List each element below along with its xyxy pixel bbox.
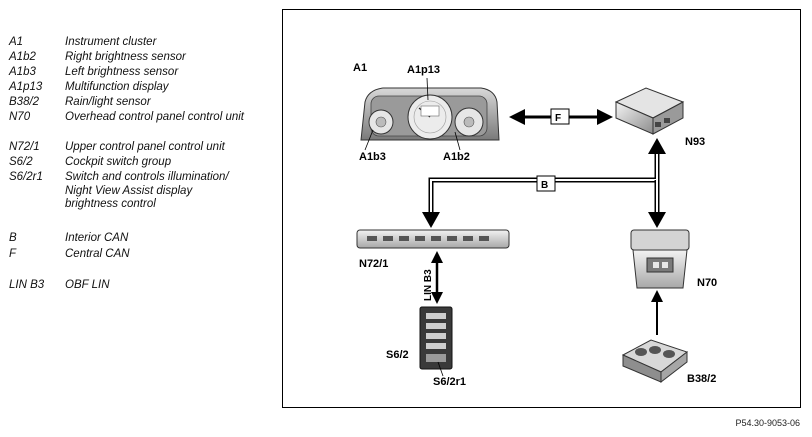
label-n70: N70 [697, 277, 717, 289]
legend-code: A1b3 [9, 66, 36, 78]
legend-desc: Central CAN [65, 248, 130, 260]
label-a1b3: A1b3 [359, 151, 386, 163]
cockpit-switch-group [419, 306, 453, 370]
legend-desc: Rain/light sensor [65, 96, 151, 108]
legend-desc: Cockpit switch group [65, 156, 172, 168]
lin-b3-link [431, 251, 443, 304]
label-lin-b3: LIN B3 [423, 269, 434, 301]
label-s6-2r1: S6/2r1 [433, 376, 466, 388]
rain-light-link [651, 290, 663, 335]
n93-module [614, 87, 685, 135]
legend-desc: Upper control panel control unit [65, 141, 225, 153]
label-a1b2: A1b2 [443, 151, 470, 163]
legend-desc: Interior CAN [65, 232, 129, 244]
label-b38-2: B38/2 [687, 373, 716, 385]
legend-desc: Left brightness sensor [65, 66, 179, 78]
legend-code: B38/2 [9, 96, 40, 108]
legend-code: S6/2r1 [9, 171, 43, 183]
label-a1p13: A1p13 [407, 64, 440, 76]
network-diagram: A1 A1p13 A1b3 A1b2 N93 F B N72/1 LIN B3 … [353, 62, 717, 388]
interior-can-link [422, 138, 666, 228]
legend-code: F [9, 248, 17, 260]
legend-code: A1b2 [9, 51, 36, 63]
legend-code: A1 [9, 36, 24, 48]
instrument-cluster [360, 87, 500, 141]
legend-code: B [9, 232, 17, 244]
label-n93: N93 [685, 136, 705, 148]
overhead-control-panel [630, 229, 690, 289]
legend-desc: Overhead control panel control unit [65, 111, 244, 123]
label-s6-2: S6/2 [386, 349, 409, 361]
legend-desc: Multifunction display [65, 81, 169, 93]
label-a1: A1 [353, 62, 367, 74]
legend-desc: Instrument cluster [65, 36, 157, 48]
label-bus-f: F [555, 113, 561, 124]
legend-code: N70 [9, 111, 31, 123]
figure-reference: P54.30-9053-06 [735, 418, 800, 428]
legend-desc: OBF LIN [65, 279, 110, 291]
legend-code: N72/1 [9, 141, 40, 153]
legend-code: LIN B3 [9, 279, 45, 291]
label-bus-b: B [541, 180, 548, 191]
label-n72-1: N72/1 [359, 258, 388, 270]
legend-desc: Right brightness sensor [65, 51, 186, 63]
upper-control-panel [356, 229, 510, 249]
rain-light-sensor [621, 339, 689, 384]
legend-desc: Switch and controls illumination/ Night … [65, 171, 229, 210]
diagram-frame: A1 A1p13 A1b3 A1b2 N93 F B N72/1 LIN B3 … [282, 9, 801, 408]
legend-code: A1p13 [9, 81, 43, 93]
central-can-link [509, 108, 613, 125]
legend-code: S6/2 [9, 156, 33, 168]
